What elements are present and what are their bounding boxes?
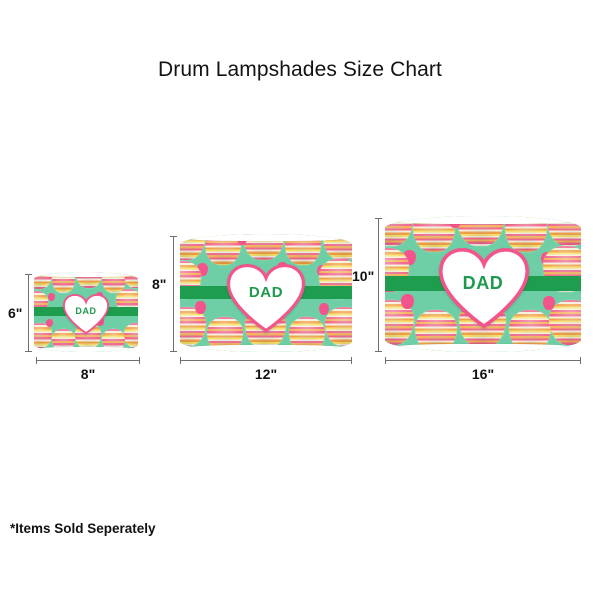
dimension-line-medium-height (170, 236, 177, 352)
monogram-text: DAD (248, 284, 284, 301)
lampshade-large: DAD (385, 216, 581, 352)
dimension-label-medium-height: 8" (152, 276, 167, 292)
page-title: Drum Lampshades Size Chart (158, 58, 442, 81)
shade-surface: DAD (180, 234, 352, 352)
dimension-line-large-width (385, 357, 581, 364)
balloon-icon (123, 323, 138, 349)
balloon-icon (34, 323, 52, 349)
balloon-icon (51, 329, 75, 352)
mini-heart-icon (45, 319, 53, 328)
dimension-label-large-height: 10" (352, 268, 375, 284)
footnote-text: *Items Sold Seperately (10, 521, 156, 536)
heart-badge (439, 248, 529, 328)
balloon-icon (325, 306, 352, 346)
shade-top-rim (385, 216, 581, 224)
heart-badge (227, 264, 305, 332)
mini-heart-icon (195, 300, 207, 314)
shade-large-body: DAD (385, 216, 581, 352)
dimension-label-small-height: 6" (8, 305, 23, 321)
dimension-line-medium-width (180, 357, 352, 364)
balloon-icon (101, 272, 126, 294)
mini-heart-icon (319, 302, 330, 315)
mini-heart-icon (401, 293, 415, 309)
balloon-icon (549, 299, 581, 345)
dimension-line-large-height (375, 218, 382, 352)
heart-badge (63, 294, 109, 334)
mini-heart-icon (47, 293, 55, 302)
mini-heart-icon (197, 262, 209, 276)
shade-bottom-rim (385, 344, 581, 352)
monogram-text: DAD (462, 273, 504, 293)
lampshade-medium: DAD (180, 234, 352, 352)
dimension-line-small-height (25, 274, 32, 352)
dimension-label-small-width: 8" (80, 366, 96, 382)
shade-small-body: DAD (34, 272, 138, 352)
shade-surface: DAD (385, 216, 581, 352)
dimension-label-medium-width: 12" (254, 366, 278, 382)
balloon-pattern (34, 272, 138, 352)
shade-medium-body: DAD (180, 234, 352, 352)
monogram-text: DAD (75, 306, 97, 316)
dimension-line-small-width (36, 357, 140, 364)
balloon-icon (101, 329, 125, 352)
shade-top-rim (180, 234, 352, 241)
shade-surface: DAD (34, 272, 138, 352)
balloon-icon (51, 272, 75, 294)
shade-top-rim (34, 272, 138, 277)
lampshade-small: DAD (34, 272, 138, 352)
shade-bottom-rim (180, 345, 352, 352)
shade-bottom-rim (34, 347, 138, 352)
mini-heart-icon (543, 295, 556, 310)
dimension-label-large-width: 16" (471, 366, 495, 382)
